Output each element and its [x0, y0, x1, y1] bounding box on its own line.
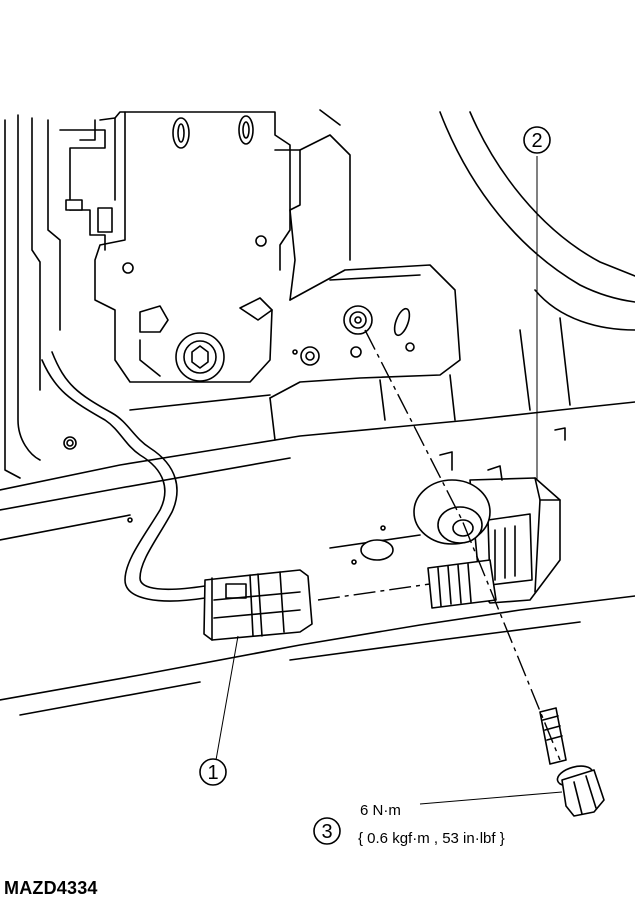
torque-spec-alt-units: { 0.6 kgf·m , 53 in·lbf }	[358, 830, 505, 847]
callout-1-number: 1	[207, 762, 218, 784]
bolt	[539, 707, 605, 817]
engine-block-illustration	[0, 109, 635, 716]
callout-3: 3	[313, 817, 341, 845]
callout-2-number: 2	[531, 130, 542, 152]
callout-1: 1	[199, 758, 227, 786]
knock-sensor	[413, 465, 561, 609]
torque-spec-nm: 6 N·m	[360, 802, 401, 819]
callout-3-number: 3	[321, 821, 332, 843]
figure-id: MAZD4334	[4, 878, 98, 898]
callout-2: 2	[523, 126, 551, 154]
assembly-centerlines	[317, 329, 561, 761]
harness-connector	[41, 351, 313, 641]
leader-lines	[215, 156, 563, 805]
